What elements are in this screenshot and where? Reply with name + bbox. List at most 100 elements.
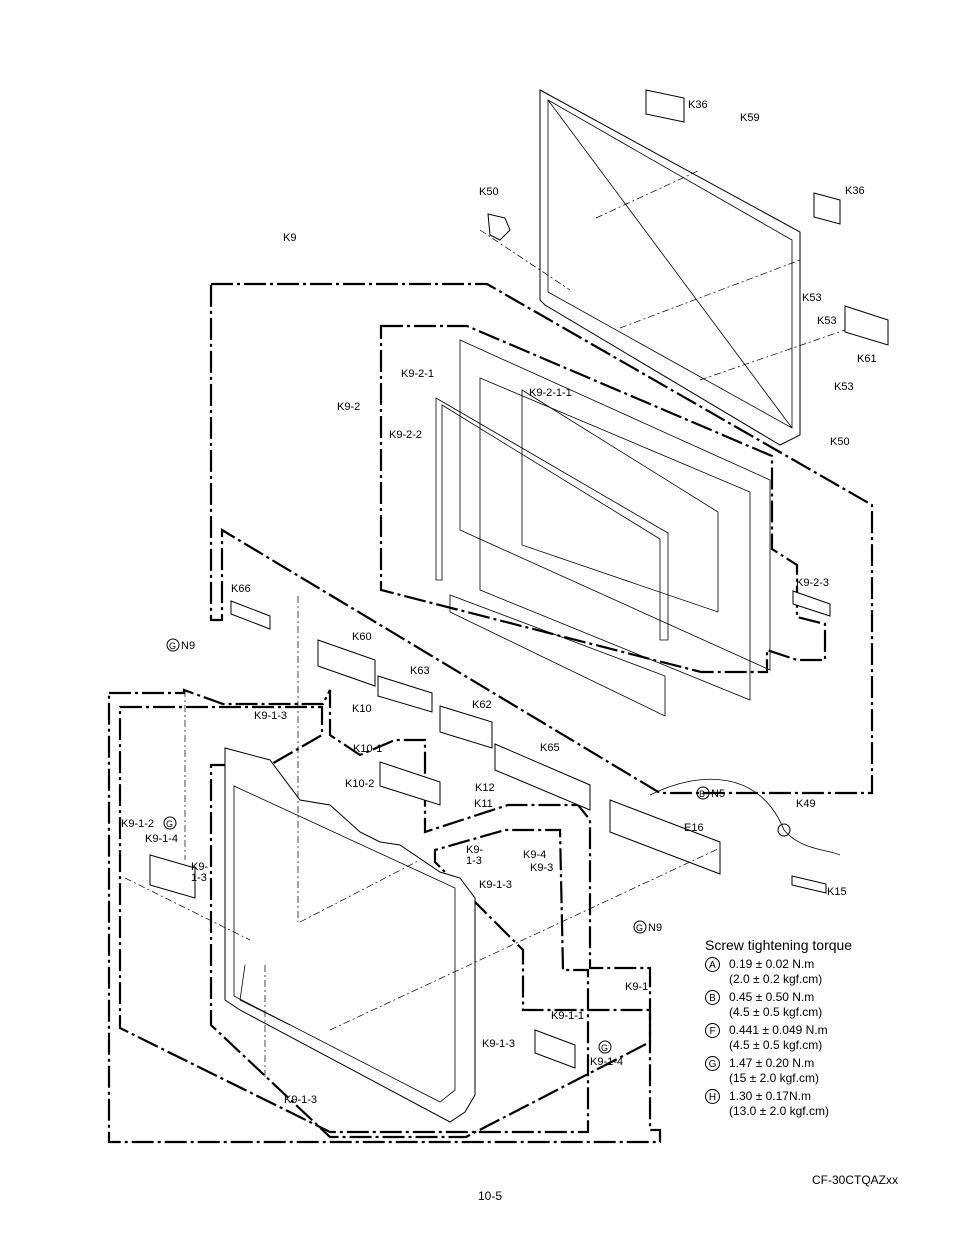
label-k61: K61 xyxy=(857,353,877,365)
part-k61 xyxy=(844,305,889,346)
symbol-g-2 xyxy=(163,816,177,830)
torque-value-kgf: (4.5 ± 0.5 kgf.cm) xyxy=(729,1005,823,1019)
symbol-b-1 xyxy=(696,786,710,800)
torque-row: B 0.45 ± 0.50 N.m(4.5 ± 0.5 kgf.cm) xyxy=(705,990,905,1020)
label-k9-1-2: K9-1-2 xyxy=(121,818,154,830)
label-k9-1: K9-1 xyxy=(625,981,648,993)
label-k36a: K36 xyxy=(688,99,708,111)
label-k66: K66 xyxy=(231,583,251,595)
label-k50a: K50 xyxy=(479,186,499,198)
label-k9-4: K9-4 xyxy=(523,849,546,861)
part-k66 xyxy=(230,600,271,630)
part-k9-2-1-1 xyxy=(479,377,751,701)
part-k36-right xyxy=(813,192,841,225)
part-k9-2-2 xyxy=(435,397,669,641)
lcd-panel xyxy=(539,89,801,446)
part-k62 xyxy=(439,705,493,749)
torque-title: Screw tightening torque xyxy=(705,937,853,953)
label-n5: N5 xyxy=(711,788,725,800)
k9-assembly-frame xyxy=(209,282,874,795)
label-k15: K15 xyxy=(827,886,847,898)
part-k9-2-1-1-inner xyxy=(521,389,719,613)
part-k10 xyxy=(379,761,441,806)
torque-symbol: G xyxy=(705,1056,720,1071)
label-e16: E16 xyxy=(684,822,704,834)
symbol-g-2-text: G xyxy=(166,819,173,829)
front-bezel xyxy=(224,747,476,1123)
symbol-g-3 xyxy=(633,920,647,934)
label-k36b: K36 xyxy=(845,185,865,197)
label-k10-2: K10-2 xyxy=(345,778,374,790)
symbol-b-1-text: B xyxy=(699,789,705,799)
label-k9-2-1: K9-2-1 xyxy=(401,368,434,380)
label-k10: K10 xyxy=(352,703,372,715)
hinge-right xyxy=(534,1029,576,1069)
torque-value-kgf: (13.0 ± 2.0 kgf.cm) xyxy=(729,1104,829,1118)
torque-symbol: H xyxy=(705,1089,720,1104)
torque-row: H 1.30 ± 0.17N.m(13.0 ± 2.0 kgf.cm) xyxy=(705,1089,905,1119)
label-k63: K63 xyxy=(410,665,430,677)
label-k10-1: K10-1 xyxy=(353,743,382,755)
part-e16 xyxy=(609,799,721,875)
label-k9-2-3: K9-2-3 xyxy=(796,577,829,589)
part-k50-top xyxy=(487,213,511,241)
torque-value: 1.47 ± 0.20 N.m xyxy=(729,1056,815,1070)
symbol-g-1 xyxy=(166,638,180,652)
label-k9-1-3c2: 1-3 xyxy=(466,855,482,867)
part-k60 xyxy=(317,639,376,687)
torque-symbol: F xyxy=(705,1023,720,1038)
part-k65 xyxy=(494,743,591,811)
label-k9-1-3e: K9-1-3 xyxy=(482,1038,515,1050)
symbol-g-1-text: G xyxy=(169,641,176,651)
screw-torque-table: Screw tightening torque A 0.19 ± 0.02 N.… xyxy=(705,937,905,1122)
symbol-g-4-text: G xyxy=(601,1043,608,1053)
label-k9-3: K9-3 xyxy=(530,862,553,874)
label-k9-1-1: K9-1-1 xyxy=(551,1010,584,1022)
torque-value-kgf: (4.5 ± 0.5 kgf.cm) xyxy=(729,1038,823,1052)
cable-k49 xyxy=(649,778,841,856)
torque-row: G 1.47 ± 0.20 N.m(15 ± 2.0 kgf.cm) xyxy=(705,1056,905,1086)
torque-value: 1.30 ± 0.17N.m xyxy=(729,1089,811,1103)
label-k9-2-2: K9-2-2 xyxy=(389,429,422,441)
label-k53a: K53 xyxy=(802,292,822,304)
torque-row: A 0.19 ± 0.02 N.m(2.0 ± 0.2 kgf.cm) xyxy=(705,957,905,987)
torque-value-kgf: (15 ± 2.0 kgf.cm) xyxy=(729,1071,819,1085)
part-k9-2-3 xyxy=(792,590,831,617)
label-k11: K11 xyxy=(474,798,493,810)
torque-value: 0.441 ± 0.049 N.m xyxy=(729,1023,828,1037)
torque-value: 0.19 ± 0.02 N.m xyxy=(729,957,815,971)
label-k9-1-3b1: K9- xyxy=(191,861,208,873)
k9-2-assembly-frame xyxy=(379,324,827,674)
label-k12: K12 xyxy=(475,782,495,794)
label-k9-1-4a: K9-1-4 xyxy=(145,833,178,845)
part-k36-top xyxy=(645,89,685,123)
hinge-left xyxy=(149,854,196,899)
label-k50b: K50 xyxy=(830,436,850,448)
k9-1-assembly-frame xyxy=(107,688,662,1144)
part-k63 xyxy=(377,675,433,713)
label-k9: K9 xyxy=(283,232,296,244)
torque-symbol: B xyxy=(705,990,720,1005)
torque-symbol: A xyxy=(705,957,720,972)
label-k59: K59 xyxy=(740,112,760,124)
label-k9-1-3c1: K9- xyxy=(466,844,483,856)
label-k62: K62 xyxy=(472,699,492,711)
label-k9-2-1-1: K9-2-1-1 xyxy=(529,387,572,399)
label-k60: K60 xyxy=(352,631,372,643)
label-k9-1-3a: K9-1-3 xyxy=(254,710,287,722)
label-k9-1-3d: K9-1-3 xyxy=(479,879,512,891)
label-k9-1-3f: K9-1-3 xyxy=(284,1094,317,1106)
model-number: CF-30CTQAZxx xyxy=(812,1173,899,1187)
label-k53c: K53 xyxy=(834,381,854,393)
label-k49: K49 xyxy=(796,798,816,810)
torque-row: F 0.441 ± 0.049 N.m(4.5 ± 0.5 kgf.cm) xyxy=(705,1023,905,1053)
part-k15 xyxy=(791,875,827,894)
k9-1-inner-frame xyxy=(118,705,652,1139)
label-k9-1-4b: K9-1-4 xyxy=(590,1056,623,1068)
label-k9-1-3b2: 1-3 xyxy=(191,872,207,884)
torque-value: 0.45 ± 0.50 N.m xyxy=(729,990,815,1004)
label-k53b: K53 xyxy=(817,315,837,327)
label-n9b: N9 xyxy=(648,922,662,934)
